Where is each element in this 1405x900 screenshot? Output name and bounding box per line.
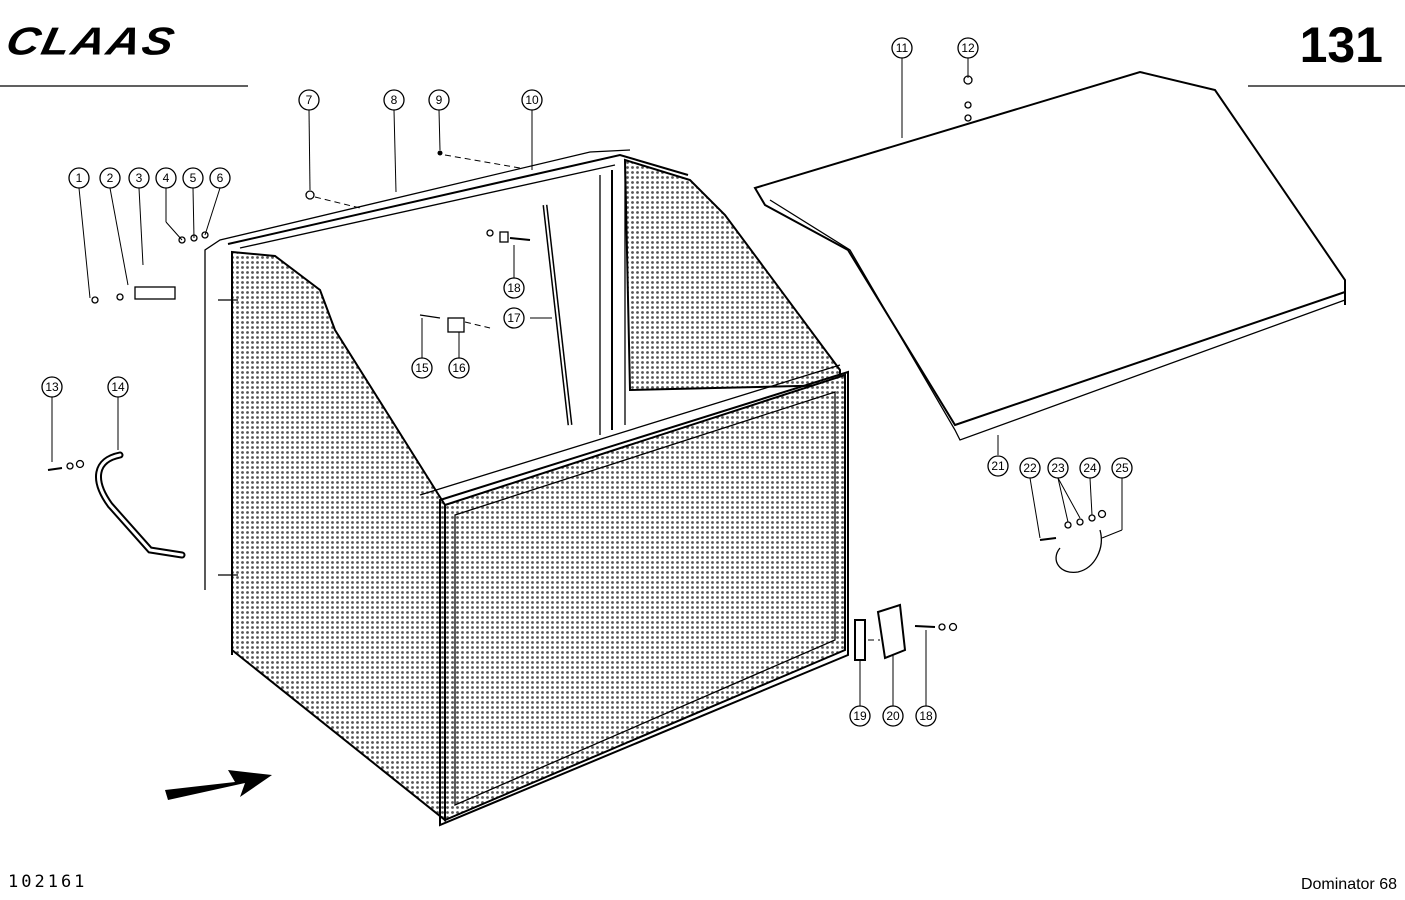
callout-17: 17: [503, 307, 525, 329]
callout-2: 2: [99, 167, 121, 189]
svg-text:3: 3: [136, 171, 143, 185]
svg-text:1: 1: [76, 171, 83, 185]
svg-text:13: 13: [45, 380, 59, 394]
sieve-box-assembly: [204, 149, 849, 827]
svg-text:10: 10: [525, 93, 539, 107]
callout-9: 9: [428, 89, 450, 111]
svg-text:12: 12: [961, 41, 975, 55]
part-callouts: 1 2 3 4 5 6 7 8 9 10 11 12 13 14 15 16 1…: [41, 37, 1133, 727]
callout-12: 12: [957, 37, 979, 59]
callout-3: 3: [128, 167, 150, 189]
direction-arrow: [165, 770, 272, 800]
callout-6: 6: [209, 167, 231, 189]
page-number: 131: [1299, 17, 1383, 73]
callout-13: 13: [41, 376, 63, 398]
svg-text:18: 18: [919, 709, 933, 723]
callout-22: 22: [1019, 457, 1041, 479]
callout-7: 7: [298, 89, 320, 111]
svg-text:17: 17: [507, 311, 521, 325]
document-number: 102161: [8, 872, 88, 892]
svg-text:18: 18: [507, 281, 521, 295]
callout-18-upper: 18: [503, 277, 525, 299]
leader-lines: [51, 58, 1123, 706]
svg-text:21: 21: [991, 459, 1005, 473]
latch-plate: [854, 619, 866, 661]
assembly-dash-lines: [314, 154, 880, 641]
callout-25: 25: [1111, 457, 1133, 479]
svg-text:14: 14: [111, 380, 125, 394]
svg-text:23: 23: [1051, 461, 1065, 475]
svg-text:25: 25: [1115, 461, 1129, 475]
callout-14: 14: [107, 376, 129, 398]
svg-text:7: 7: [306, 93, 313, 107]
cover-panel: [753, 70, 1346, 441]
top-frame-rail: [227, 153, 689, 245]
left-mesh-panel: [231, 250, 446, 823]
callout-24: 24: [1079, 457, 1101, 479]
seal-strip: [204, 149, 631, 590]
svg-text:15: 15: [415, 361, 429, 375]
callout-16: 16: [448, 357, 470, 379]
callout-8: 8: [383, 89, 405, 111]
callout-4: 4: [155, 167, 177, 189]
front-frame: [439, 370, 849, 827]
latch-bracket: [876, 603, 907, 660]
svg-text:16: 16: [452, 361, 466, 375]
model-name: Dominator 68: [1300, 876, 1397, 893]
svg-text:8: 8: [391, 93, 398, 107]
callout-5: 5: [182, 167, 204, 189]
callout-19: 19: [849, 705, 871, 727]
callout-18-lower: 18: [915, 705, 937, 727]
callout-20: 20: [882, 705, 904, 727]
svg-text:24: 24: [1083, 461, 1097, 475]
callout-15: 15: [411, 357, 433, 379]
callout-1: 1: [68, 167, 90, 189]
back-mesh-panel: [623, 158, 841, 392]
svg-text:19: 19: [853, 709, 867, 723]
svg-text:22: 22: [1023, 461, 1037, 475]
callout-23: 23: [1047, 457, 1069, 479]
svg-text:2: 2: [107, 171, 114, 185]
svg-text:20: 20: [886, 709, 900, 723]
fastener-parts: [47, 75, 1107, 632]
svg-text:6: 6: [217, 171, 224, 185]
svg-text:5: 5: [190, 171, 197, 185]
svg-text:4: 4: [163, 171, 170, 185]
callout-11: 11: [891, 37, 913, 59]
svg-text:11: 11: [896, 41, 909, 55]
svg-text:9: 9: [436, 93, 443, 107]
callout-10: 10: [521, 89, 543, 111]
front-mesh-panel: [444, 373, 846, 822]
callout-21: 21: [987, 455, 1009, 477]
